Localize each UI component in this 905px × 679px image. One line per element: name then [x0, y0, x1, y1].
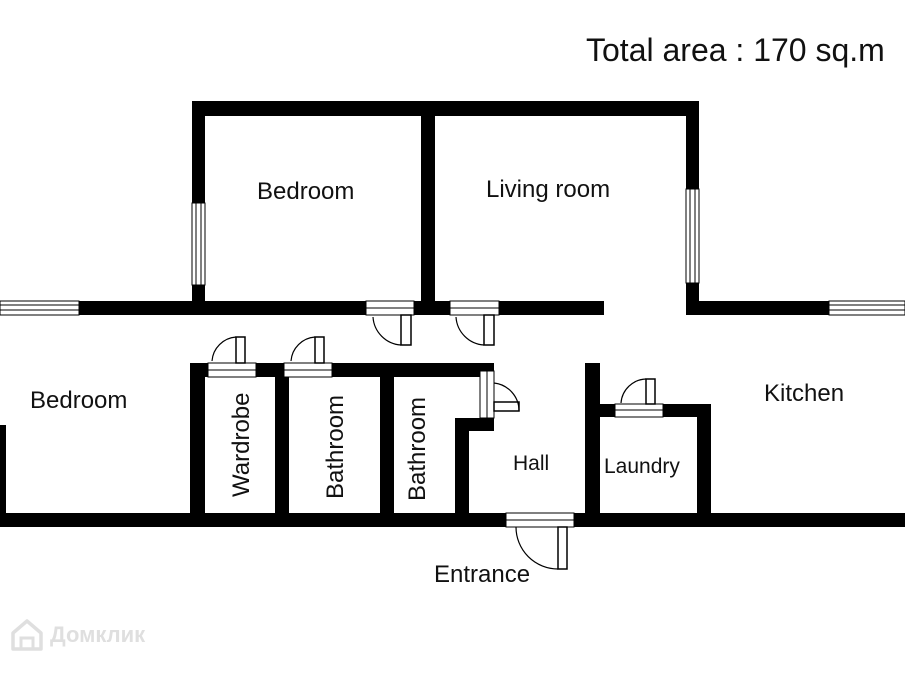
wall-bath1-top	[332, 363, 494, 377]
door-swing-entrance	[515, 526, 559, 570]
window-upper-left	[191, 202, 206, 286]
wall-hall-left-upper	[480, 363, 494, 371]
room-label-wardrobe: Wardrobe	[228, 393, 255, 497]
watermark-text: Домклик	[50, 622, 146, 647]
wall-laundry-left	[585, 363, 600, 523]
wall-bath-divider	[380, 363, 394, 523]
house-logo-icon	[11, 619, 43, 651]
window-kitchen	[828, 300, 905, 316]
room-label-kitchen: Kitchen	[764, 380, 844, 407]
room-label-bathroom-2: Bathroom	[404, 397, 431, 501]
door-swing-laundry	[620, 378, 647, 404]
watermark: Домклик	[10, 618, 145, 652]
room-label-entrance: Entrance	[434, 561, 530, 588]
window-left-top	[0, 300, 80, 316]
wall-wardrobe-top-left	[190, 363, 208, 377]
wall-upper-top	[192, 101, 699, 116]
window-upper-right	[685, 188, 700, 284]
wall-bottom-right	[574, 513, 905, 527]
wall-middle-right-of-doors	[499, 301, 604, 315]
wall-middle-center	[414, 301, 450, 315]
wall-laundry-top-left	[585, 404, 615, 417]
door-swing-bathroom-1	[290, 336, 316, 362]
wall-upper-left-top	[192, 101, 205, 203]
door-swing-bedroom-top	[372, 316, 402, 346]
door-living-room[interactable]	[483, 314, 495, 346]
room-label-bedroom-left: Bedroom	[30, 387, 127, 414]
door-laundry[interactable]	[645, 378, 656, 405]
wall-wardrobe-left	[190, 363, 205, 523]
room-label-living-room: Living room	[486, 176, 610, 203]
wall-middle-left	[79, 301, 366, 315]
wall-hall-left-vertical	[455, 418, 469, 523]
door-swing-wardrobe	[211, 336, 237, 362]
door-entrance[interactable]	[557, 526, 568, 570]
wall-laundry-right	[697, 404, 711, 523]
wall-bottom-left	[0, 513, 506, 527]
door-wardrobe[interactable]	[235, 336, 246, 364]
door-bedroom-top[interactable]	[400, 314, 412, 346]
wall-wardrobe-bath-divider	[275, 363, 289, 523]
wall-left-edge	[0, 425, 6, 527]
wall-upper-right-top	[686, 101, 699, 189]
door-bathroom-2[interactable]	[493, 401, 520, 412]
door-swing-bathroom-2	[493, 382, 520, 412]
wall-bedroom-living-divider	[421, 112, 435, 315]
room-label-bedroom-top: Bedroom	[257, 178, 354, 205]
wall-middle-kitchen	[686, 301, 829, 315]
door-swing-living-room	[455, 316, 485, 346]
room-label-laundry: Laundry	[604, 455, 680, 478]
room-label-hall: Hall	[513, 452, 549, 475]
door-bathroom-1[interactable]	[314, 336, 325, 364]
room-label-bathroom-1: Bathroom	[322, 395, 349, 499]
